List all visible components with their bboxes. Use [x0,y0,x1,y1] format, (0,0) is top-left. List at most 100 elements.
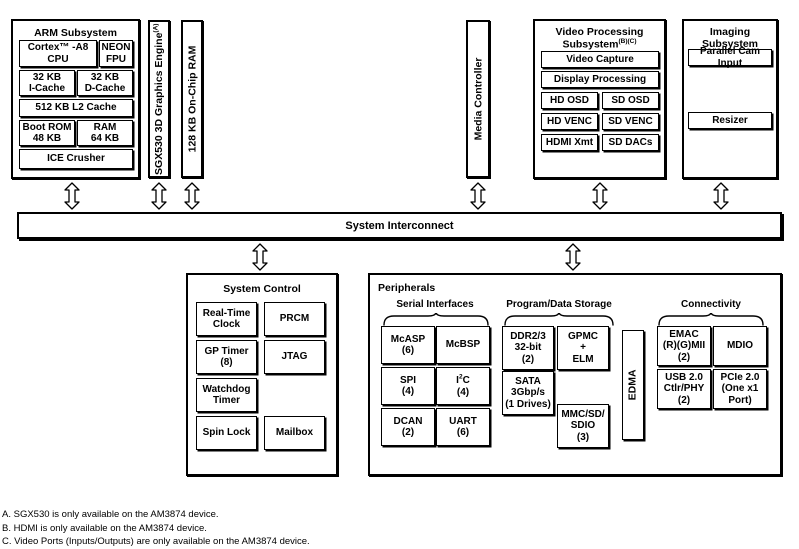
gp-timer-box: GP Timer (8) [196,340,257,374]
connectivity-group-label: Connectivity [680,299,741,310]
boot-rom-label: Boot ROM 48 KB [22,121,72,144]
connectivity-brace [657,313,765,326]
uart-box: UART (6) [436,408,490,446]
sgx530-graphics-engine-block: SGX530 3D Graphics Engine(A) [148,20,170,178]
real-time-clock-label: Real-Time Clock [202,307,251,330]
usb2-box: USB 2.0 Ctlr/PHY (2) [657,369,711,409]
display-processing-label: Display Processing [553,73,647,85]
ram-label: RAM 64 KB [90,121,120,144]
peripherals-title: Peripherals [378,282,436,294]
jtag-box: JTAG [264,340,325,374]
spi-box: SPI (4) [381,367,435,405]
gpmc-elm-box: GPMC + ELM [557,326,609,370]
cortex-a8-cpu-label: Cortex™ -A8 CPU [27,42,89,65]
media-controller-label: Media Controller [472,57,484,141]
watchdog-timer-box: Watchdog Timer [196,378,257,412]
ram-box: RAM 64 KB [77,120,133,146]
onchip-ram-block: 128 KB On-Chip RAM [181,20,203,178]
spin-lock-label: Spin Lock [202,427,251,439]
imaging-subsystem-block: Imaging Subsystem [682,19,778,179]
ice-crusher-box: ICE Crusher [19,149,133,169]
gpmc-elm-label: GPMC + ELM [568,331,598,365]
sd-osd-box: SD OSD [602,92,659,109]
uart-label: UART (6) [449,415,477,438]
i2c-box: I2C (4) [436,367,490,405]
system-control-title: System Control [223,283,301,295]
serial-interfaces-group-label: Serial Interfaces [396,299,474,310]
video-capture-label: Video Capture [566,53,634,65]
footnote-c: C. Video Ports (Inputs/Outputs) are only… [2,536,310,547]
sata-box: SATA 3Gbp/s (1 Drives) [502,371,554,415]
d-cache-box: 32 KB D-Cache [77,70,133,96]
d-cache-label: 32 KB D-Cache [84,71,126,94]
mailbox-label: Mailbox [275,427,314,439]
mcasp-label: McASP (6) [390,333,426,356]
l2-cache-box: 512 KB L2 Cache [19,99,133,117]
media-controller-block: Media Controller [466,20,490,178]
i-cache-label: 32 KB I-Cache [28,71,66,94]
i2c-label: I2C (4) [456,374,470,398]
sgx530-label: SGX530 3D Graphics Engine(A) [152,23,166,175]
arrow-interconnect-to-peripherals [564,243,582,271]
real-time-clock-box: Real-Time Clock [196,302,257,336]
footnotes: A. SGX530 is only available on the AM387… [2,508,310,549]
video-subsystem-title: Video Processing Subsystem(B)(C) [555,26,644,51]
mcbsp-label: McBSP [445,339,481,351]
sata-label: SATA 3Gbp/s (1 Drives) [505,376,551,410]
display-processing-box: Display Processing [541,71,659,88]
ddr2-3-label: DDR2/3 32-bit (2) [510,331,546,365]
prcm-box: PRCM [264,302,325,336]
dcan-box: DCAN (2) [381,408,435,446]
sd-dacs-label: SD DACs [608,136,653,148]
pcie2-box: PCIe 2.0 (One x1 Port) [713,369,767,409]
arrow-media-controller-to-interconnect [469,182,487,210]
hd-osd-box: HD OSD [541,92,598,109]
video-capture-box: Video Capture [541,51,659,68]
edma-label: EDMA [626,369,639,401]
mmc-sd-sdio-label: MMC/SD/ SDIO (3) [561,409,605,443]
arrow-imaging-subsystem-to-interconnect [712,182,730,210]
hd-venc-box: HD VENC [541,113,598,130]
mailbox-box: Mailbox [264,416,325,450]
watchdog-timer-label: Watchdog Timer [202,383,251,406]
footnote-a: A. SGX530 is only available on the AM387… [2,509,219,520]
arm-subsystem-title: ARM Subsystem [34,27,117,39]
program-data-storage-brace [503,313,615,326]
arrow-sgx530-to-interconnect [150,182,168,210]
mcbsp-box: McBSP [436,326,490,364]
arrow-interconnect-to-system-control [251,243,269,271]
spi-label: SPI (4) [399,374,417,397]
footnote-b: B. HDMI is only available on the AM3874 … [2,522,207,534]
hdmi-xmt-label: HDMI Xmt [545,136,594,148]
hd-venc-label: HD VENC [546,115,592,127]
serial-interfaces-brace [382,313,490,326]
prcm-label: PRCM [279,313,310,325]
onchip-ram-label: 128 KB On-Chip RAM [186,45,199,153]
spin-lock-box: Spin Lock [196,416,257,450]
neon-fpu-box: NEON FPU [99,40,133,67]
emac-label: EMAC (R)(G)MII (2) [662,329,706,363]
system-interconnect-bar: System Interconnect [17,212,782,239]
i2c-text: I2C [456,374,470,387]
dcan-label: DCAN (2) [393,415,423,438]
jtag-label: JTAG [281,351,308,363]
cortex-a8-cpu-box: Cortex™ -A8 CPU [19,40,97,67]
parallel-cam-input-label: Parallel Cam Input [699,46,761,69]
hdmi-xmt-box: HDMI Xmt [541,134,598,151]
mmc-sd-sdio-box: MMC/SD/ SDIO (3) [557,404,609,448]
mdio-label: MDIO [726,340,754,352]
program-data-storage-group-label: Program/Data Storage [506,299,612,310]
sd-venc-box: SD VENC [602,113,659,130]
system-interconnect-label: System Interconnect [345,219,454,232]
l2-cache-label: 512 KB L2 Cache [35,102,117,114]
boot-rom-box: Boot ROM 48 KB [19,120,75,146]
arrow-arm-to-interconnect [63,182,81,210]
arrow-video-subsystem-to-interconnect [591,182,609,210]
neon-fpu-label: NEON FPU [101,42,131,65]
sd-dacs-box: SD DACs [602,134,659,151]
resizer-label: Resizer [712,114,748,126]
hd-osd-label: HD OSD [550,94,589,106]
parallel-cam-input-box: Parallel Cam Input [688,46,772,69]
mdio-box: MDIO [713,326,767,366]
